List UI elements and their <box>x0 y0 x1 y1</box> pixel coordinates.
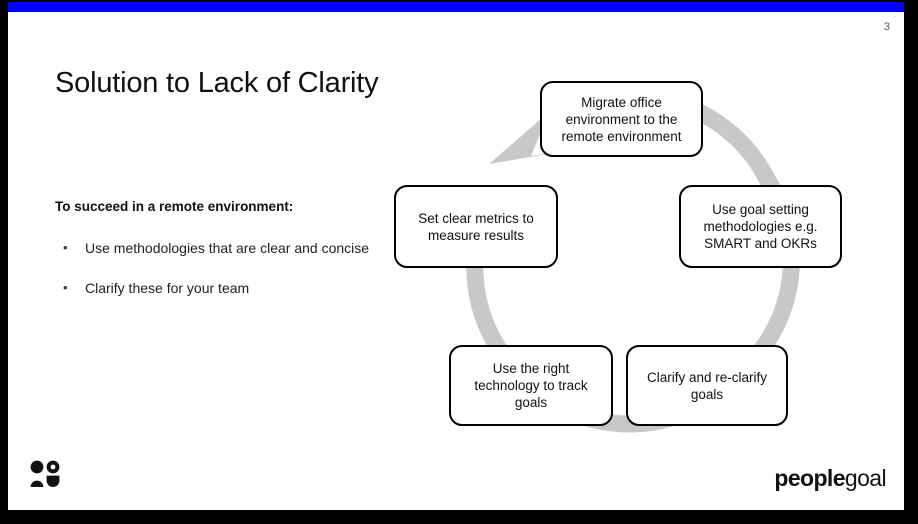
page-number: 3 <box>883 21 890 33</box>
cycle-node-label: Set clear metrics to measure results <box>418 210 534 243</box>
people-logo-icon <box>30 460 60 487</box>
bullet-dot-icon: • <box>63 239 68 255</box>
cycle-node-goal-setting[interactable]: Use goal setting methodologies e.g. SMAR… <box>679 185 842 268</box>
left-text-column: To succeed in a remote environment: • Us… <box>55 198 375 318</box>
cycle-node-clarify[interactable]: Clarify and re-clarify goals <box>626 345 788 426</box>
cycle-node-metrics[interactable]: Set clear metrics to measure results <box>394 185 558 268</box>
wordmark-bold-part: people <box>774 465 845 491</box>
wordmark-light-part: goal <box>844 465 887 491</box>
peoplegoal-wordmark: peoplegoal <box>774 467 886 490</box>
bullet-text: Use methodologies that are clear and con… <box>85 239 370 256</box>
cycle-node-migrate[interactable]: Migrate office environment to the remote… <box>540 81 703 157</box>
bullet-text: Clarify these for your team <box>85 279 250 296</box>
cycle-node-label: Use the right technology to track goals <box>474 361 588 410</box>
list-item: • Use methodologies that are clear and c… <box>55 238 375 258</box>
cycle-node-label: Clarify and re-clarify goals <box>646 369 768 402</box>
bullet-dot-icon: • <box>63 279 68 295</box>
cycle-diagram: Migrate office environment to the remote… <box>381 64 881 464</box>
page-title: Solution to Lack of Clarity <box>55 67 379 100</box>
top-accent-bar <box>8 2 904 12</box>
cycle-node-label: Use goal setting methodologies e.g. SMAR… <box>703 202 818 251</box>
slide-canvas: 3 Solution to Lack of Clarity To succeed… <box>8 2 904 510</box>
cycle-node-label: Migrate office environment to the remote… <box>561 94 682 144</box>
intro-heading: To succeed in a remote environment: <box>55 199 294 214</box>
list-item: • Clarify these for your team <box>55 278 375 298</box>
cycle-node-technology[interactable]: Use the right technology to track goals <box>449 345 613 426</box>
